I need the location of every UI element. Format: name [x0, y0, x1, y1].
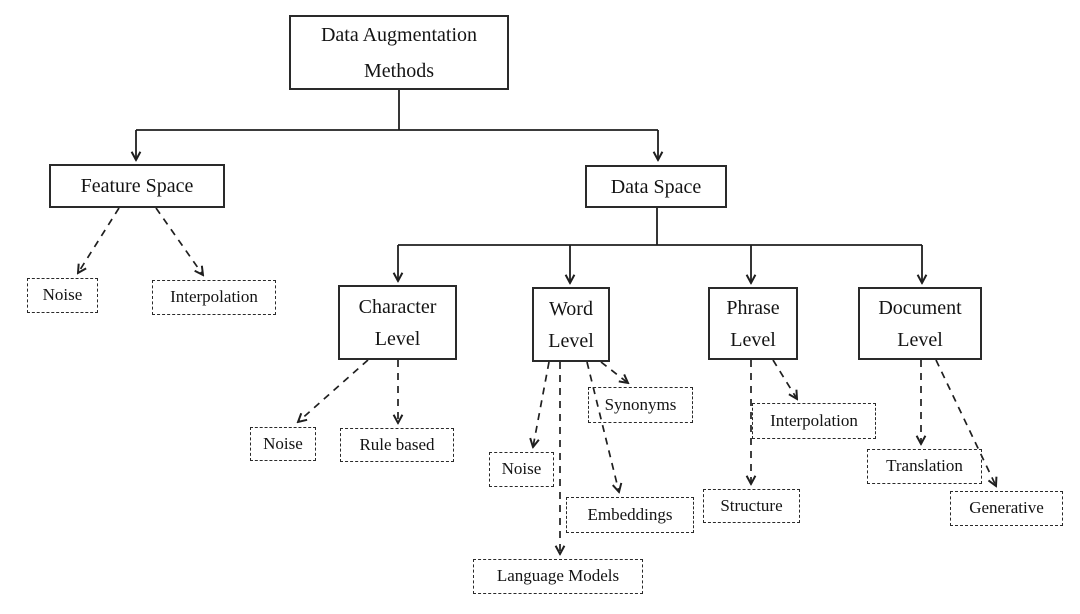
node-feature-space: Feature Space	[49, 164, 225, 208]
edge-feature-space-to-interpolation	[155, 207, 203, 275]
node-document-translation: Translation	[867, 449, 982, 484]
node-phrase-level: Phrase Level	[708, 287, 798, 360]
node-document-generative: Generative	[950, 491, 1063, 526]
node-word-language-models: Language Models	[473, 559, 643, 594]
node-word-noise: Noise	[489, 452, 554, 487]
edge-feature-space-to-noise	[78, 207, 120, 273]
edge-word-level-to-embeddings	[586, 361, 619, 492]
node-data-space: Data Space	[585, 165, 727, 208]
node-feature-noise: Noise	[27, 278, 98, 313]
edge-word-level-to-synonyms	[600, 361, 628, 383]
edge-document-level-to-generative	[935, 359, 996, 486]
node-document-level: Document Level	[858, 287, 982, 360]
edge-word-level-to-noise	[533, 361, 550, 447]
node-word-synonyms: Synonyms	[588, 387, 693, 423]
node-phrase-interpolation: Interpolation	[752, 403, 876, 439]
node-character-rule-based: Rule based	[340, 428, 454, 462]
edge-phrase-level-to-interpolation	[772, 359, 797, 399]
node-data-augmentation-methods: Data Augmentation Methods	[289, 15, 509, 90]
edge-character-level-to-noise	[298, 359, 369, 422]
node-word-level: Word Level	[532, 287, 610, 362]
node-character-noise: Noise	[250, 427, 316, 461]
node-word-embeddings: Embeddings	[566, 497, 694, 533]
node-phrase-structure: Structure	[703, 489, 800, 523]
node-character-level: Character Level	[338, 285, 457, 360]
node-feature-interpolation: Interpolation	[152, 280, 276, 315]
